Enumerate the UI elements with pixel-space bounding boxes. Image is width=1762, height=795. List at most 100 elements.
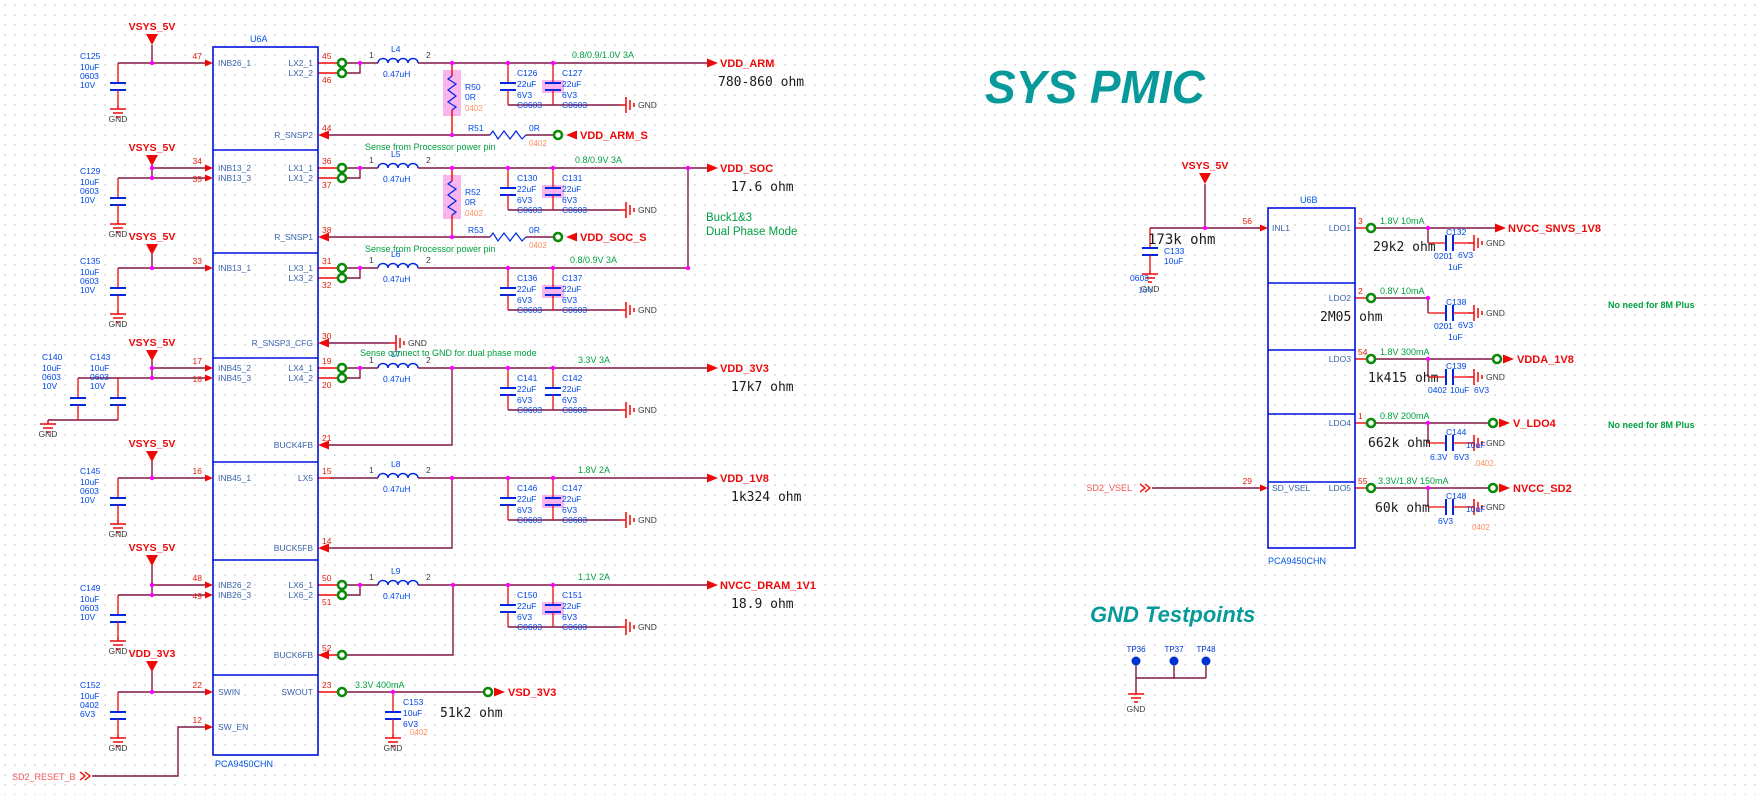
- cap-val: 10uF: [80, 691, 99, 701]
- gnd-label: GND: [109, 646, 128, 656]
- pin-name: LDO2: [1329, 293, 1351, 303]
- pin-num: 15: [322, 466, 332, 476]
- ind-ref: L5: [391, 149, 401, 159]
- gnd-symbol: [1127, 689, 1145, 703]
- cap-volt: 6V3: [403, 719, 418, 729]
- cap-size: 0603: [80, 71, 99, 81]
- gnd-label: GND: [1486, 502, 1505, 512]
- cap-val: 10uF: [80, 267, 99, 277]
- rail-spec: 1.8V 2A: [578, 465, 610, 475]
- cap-volt: 6V3: [1458, 320, 1473, 330]
- cap-C153: GND C153 10uF 6V3 0402: [384, 691, 428, 753]
- cap-ref: C136: [517, 273, 538, 283]
- cap-C149: GND C149 10uF 0603 10V: [80, 583, 127, 656]
- cap-val: 10uF: [80, 177, 99, 187]
- pin-num: 30: [322, 331, 332, 341]
- ind-ref: L7: [391, 349, 401, 359]
- power-flag-vsys-right: VSYS_5V: [1182, 160, 1228, 184]
- pin-name: INB45_1: [218, 473, 251, 483]
- net-label: VDD_3V3: [720, 363, 769, 375]
- res-ref: R52: [465, 187, 481, 197]
- cap-size: 0402: [1472, 523, 1490, 532]
- wires-left: [48, 45, 707, 777]
- gnd-label: GND: [638, 100, 657, 110]
- cap-volt: 6V3: [1438, 516, 1453, 526]
- res-size: 0402: [529, 139, 547, 148]
- pin-name: LDO4: [1329, 418, 1351, 428]
- pin-name: INB45_2: [218, 363, 251, 373]
- cap-val: 22uF: [562, 184, 581, 194]
- ind-p1: 1: [369, 155, 374, 165]
- ldo1-rail: 1.8V 10mA NVCC_SNVS_1V8 29k2 ohm GND C13…: [1365, 216, 1601, 272]
- cap-size: C0603: [517, 622, 542, 632]
- cap-volt: 6V3: [517, 505, 532, 515]
- rail-meas: 17k7 ohm: [731, 380, 794, 395]
- cap-ref: C132: [1446, 227, 1467, 237]
- ind-p2: 2: [426, 572, 431, 582]
- ind-val: 0.47uH: [383, 591, 410, 601]
- power-flag-vsys: VSYS_5V: [129, 21, 176, 33]
- cap-val: 10uF: [42, 363, 61, 373]
- net-label: NVCC_DRAM_1V1: [720, 580, 816, 592]
- ind-p1: 1: [369, 50, 374, 60]
- note-buck13: Buck1&3: [706, 212, 752, 224]
- cap-volt: 6V3: [1454, 452, 1469, 462]
- pin-name: BUCK4FB: [274, 440, 314, 450]
- rail-spec: 0.8/0.9V 3A: [575, 155, 622, 165]
- note-no-need-1: No need for 8M Plus: [1608, 300, 1695, 310]
- cap-C130: C130 22uF 6V3 C0603: [499, 167, 542, 215]
- gnd-label: GND: [638, 622, 657, 632]
- cap-ref: C125: [80, 51, 101, 61]
- ldo-input-meas: 173k ohm: [1148, 232, 1215, 248]
- cap-C152: GND C152 10uF 0402 6V3: [80, 680, 127, 753]
- pin-name: LX2_1: [288, 58, 313, 68]
- pin-name: R_SNSP1: [274, 232, 313, 242]
- pin-num: 20: [322, 380, 332, 390]
- net-label: NVCC_SNVS_1V8: [1508, 223, 1601, 235]
- pin-num: 23: [322, 680, 332, 690]
- note-sense-gnd: Sense connect to GND for dual phase mode: [360, 348, 537, 358]
- res-ref: R53: [468, 225, 484, 235]
- gnd-label: GND: [384, 743, 403, 753]
- res-val: 0R: [465, 92, 476, 102]
- testpoint-label: TP36: [1126, 645, 1146, 654]
- rail-meas: 662k ohm: [1368, 436, 1431, 451]
- pin-num: 37: [322, 180, 332, 190]
- cap-val: 22uF: [562, 384, 581, 394]
- ind-ref: L8: [391, 459, 401, 469]
- cap-val: 10uF: [1164, 256, 1183, 266]
- cap-ref: C153: [403, 697, 424, 707]
- pin-num: 44: [322, 123, 332, 133]
- cap-volt: 10V: [80, 195, 95, 205]
- ic-u6b: U6B PCA9450CHN 56 INL1 29 SD_VSEL 3LDO1 …: [1243, 195, 1368, 566]
- cap-val: 10uF: [90, 363, 109, 373]
- cap-volt: 10V: [1138, 285, 1153, 295]
- pin-num: 14: [322, 536, 332, 546]
- ind-val: 0.47uH: [383, 484, 410, 494]
- resistor-R50: R50 0R 0402: [443, 63, 483, 135]
- cap-volt: 10V: [90, 381, 105, 391]
- cap-val: 10uF: [1450, 385, 1469, 395]
- pin-num: 49: [193, 591, 203, 601]
- pin-name: LX4_1: [288, 363, 313, 373]
- pin-name: R_SNSP2: [274, 130, 313, 140]
- u6b-part: PCA9450CHN: [1268, 556, 1326, 566]
- cap-ref: C149: [80, 583, 101, 593]
- gnd-label: GND: [109, 319, 128, 329]
- net-label: VDD_SOC_S: [580, 232, 647, 244]
- cap-C143: GND C143 10uF 0603 10V: [39, 352, 127, 439]
- cap-size: C0603: [517, 100, 542, 110]
- rail-meas: 18.9 ohm: [731, 597, 794, 612]
- pin-name: LX2_2: [288, 68, 313, 78]
- rail-meas: 29k2 ohm: [1373, 240, 1436, 255]
- resistor-R51: R51 0R 0402: [468, 123, 547, 148]
- page-title: SYS PMIC: [985, 61, 1206, 113]
- gnd-label: GND: [109, 743, 128, 753]
- testpoint-symbol: [1130, 655, 1142, 679]
- cap-volt2: 6.3V: [1430, 452, 1448, 462]
- cap-C147: GND C147 22uF 6V3 C0603: [542, 477, 657, 529]
